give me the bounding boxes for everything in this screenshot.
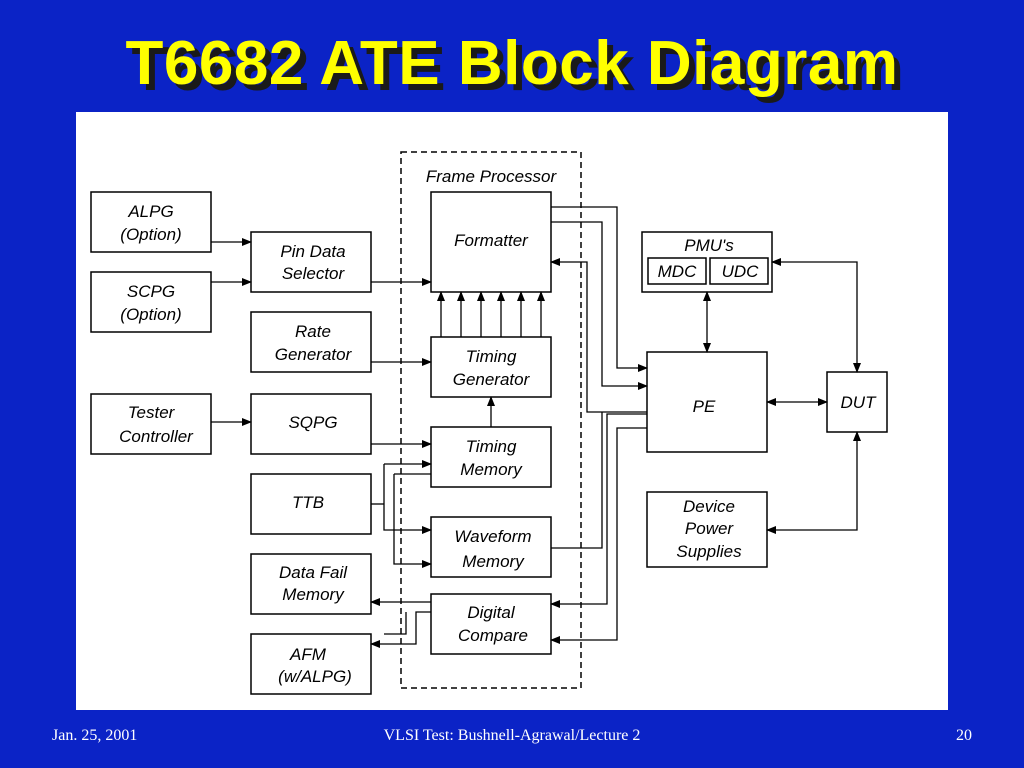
wm-to-pe — [551, 412, 603, 549]
timing-generator-block: Timing Generator — [430, 336, 552, 398]
pmu-dut-link — [771, 258, 861, 373]
scpg-line-1: SCPG — [127, 282, 175, 301]
tester-controller-line-1: Tester — [128, 403, 176, 422]
footer-page-number: 20 — [956, 727, 972, 744]
formatter-block: Formatter — [430, 191, 552, 293]
pe-to-dc-1 — [550, 413, 647, 608]
diagram-panel: Frame Processor ALPG (Option) SCPG (Opti… — [76, 112, 948, 710]
rate-generator-line-1: Rate — [295, 322, 331, 341]
arrow-ttb-to-tm — [383, 464, 431, 504]
mdc-line-1: MDC — [658, 262, 697, 281]
timing-memory-block: Timing Memory — [430, 426, 552, 488]
alpg-line-2: (Option) — [120, 225, 181, 244]
data-fail-memory-block: Data Fail Memory — [250, 553, 372, 615]
sqpg-line-1: SQPG — [288, 413, 337, 432]
waveform-memory-line-1: Waveform — [454, 527, 531, 546]
waveform-memory-line-2: Memory — [462, 552, 525, 571]
ttb-line-1: TTB — [292, 493, 324, 512]
connections — [211, 206, 861, 648]
formatter-to-pe-1 — [551, 206, 648, 372]
device-power-supplies-line-3: Supplies — [676, 542, 742, 561]
scpg-block: SCPG (Option) — [90, 271, 212, 333]
digital-compare-line-1: Digital — [467, 603, 515, 622]
afm-line-2: (w/ALPG) — [278, 667, 352, 686]
device-power-supplies-line-1: Device — [683, 497, 735, 516]
device-power-supplies-block: Device Power Supplies — [646, 491, 768, 568]
device-power-supplies-line-2: Power — [685, 519, 735, 538]
pe-block: PE — [646, 351, 768, 453]
data-fail-memory-line-1: Data Fail — [279, 563, 348, 582]
frame-processor-border — [400, 151, 582, 689]
block-diagram: Frame Processor ALPG (Option) SCPG (Opti… — [90, 151, 888, 695]
frame-processor-label: Frame Processor — [426, 167, 558, 186]
arrow-ttb-to-wm-2 — [393, 474, 432, 568]
data-fail-memory-line-2: Memory — [282, 585, 345, 604]
dut-dps-link — [766, 431, 861, 534]
timing-memory-line-1: Timing — [466, 437, 517, 456]
formatter-to-pe-2 — [551, 221, 648, 390]
timing-generator-line-2: Generator — [453, 370, 531, 389]
udc-block — [709, 257, 769, 285]
arrow-dc-to-afm-2 — [384, 612, 407, 635]
arrow-ttb-to-wm-1 — [383, 504, 432, 534]
footer-course: VLSI Test: Bushnell-Agrawal/Lecture 2 — [383, 727, 641, 744]
pmus-line-1: PMU's — [684, 236, 734, 255]
pin-data-selector-line-1: Pin Data — [280, 242, 345, 261]
tester-controller-line-2: Controller — [119, 427, 194, 446]
formatter-line-1: Formatter — [454, 231, 529, 250]
pmus-block: PMU's MDC UDC — [641, 231, 773, 293]
afm-block: AFM (w/ALPG) — [250, 633, 372, 695]
digital-compare-line-2: Compare — [458, 626, 528, 645]
dut-line-1: DUT — [841, 393, 878, 412]
rate-generator-line-2: Generator — [275, 345, 353, 364]
pe-to-dc-2 — [550, 427, 647, 644]
dut-block: DUT — [826, 371, 888, 433]
rate-generator-block: Rate Generator — [250, 311, 372, 373]
afm-line-1: AFM — [289, 645, 327, 664]
scpg-line-2: (Option) — [120, 305, 181, 324]
digital-compare-block: Digital Compare — [430, 593, 552, 655]
sqpg-block: SQPG — [250, 393, 372, 455]
footer-date: Jan. 25, 2001 — [52, 727, 138, 744]
pe-to-formatter — [550, 258, 647, 413]
udc-line-1: UDC — [722, 262, 760, 281]
ttb-block: TTB — [250, 473, 372, 535]
pin-data-selector-block: Pin Data Selector — [250, 231, 372, 293]
arrow-dc-to-afm — [370, 611, 431, 648]
alpg-line-1: ALPG — [127, 202, 173, 221]
pe-line-1: PE — [693, 397, 716, 416]
timing-memory-line-2: Memory — [460, 460, 523, 479]
alpg-block: ALPG (Option) — [90, 191, 212, 253]
mdc-block — [647, 257, 707, 285]
slide-title: T6682 ATE Block Diagram — [125, 29, 899, 98]
waveform-memory-block: Waveform Memory — [430, 516, 552, 578]
pin-data-selector-line-2: Selector — [282, 264, 346, 283]
tester-controller-block: Tester Controller — [90, 393, 212, 455]
timing-generator-line-1: Timing — [466, 347, 517, 366]
